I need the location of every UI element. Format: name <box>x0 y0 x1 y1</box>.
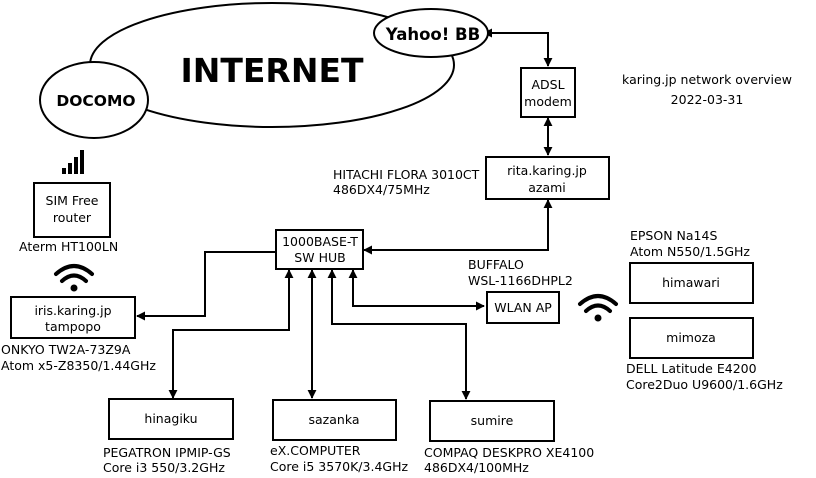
yahoo-ellipse <box>373 8 489 58</box>
link-yahoo-adsl <box>483 28 553 67</box>
rita-box <box>485 156 610 200</box>
sazanka-cpu: Core i5 3570K/3.4GHz <box>270 459 408 474</box>
link-hub-hinagiku <box>168 269 294 399</box>
node-sumire: sumire COMPAQ DESKPRO XE4100 486DX4/100M… <box>424 400 594 475</box>
title-line-2: 2022-03-31 <box>671 92 744 107</box>
node-hinagiku: hinagiku PEGATRON IPMIP-GS Core i3 550/3… <box>103 398 234 475</box>
mimoza-model: DELL Latitude E4200 <box>626 361 757 376</box>
sazanka-box <box>272 399 397 441</box>
node-mimoza: mimoza DELL Latitude E4200 Core2Duo U960… <box>626 317 783 392</box>
hub-box <box>275 229 364 270</box>
himawari-cpu: Atom N550/1.5GHz <box>630 244 750 259</box>
node-iris: iris.karing.jp tampopo ONKYO TW2A-73Z9A … <box>1 296 156 373</box>
docomo-ellipse <box>39 61 149 139</box>
node-sw-hub: 1000BASE-T SW HUB <box>275 229 364 270</box>
node-rita: rita.karing.jp azami HITACHI FLORA 3010C… <box>333 156 610 200</box>
link-hub-wlan <box>348 269 485 311</box>
wlan-model: WSL-1166DHPL2 <box>468 273 573 288</box>
node-himawari: himawari EPSON Na14S Atom N550/1.5GHz <box>629 228 754 304</box>
adsl-line-1: ADSL <box>531 77 564 92</box>
sumire-model: COMPAQ DESKPRO XE4100 <box>424 445 594 460</box>
wlan-maker: BUFFALO <box>468 257 524 272</box>
mimoza-line-1: mimoza <box>666 330 716 345</box>
node-sazanka: sazanka eX.COMPUTER Core i5 3570K/3.4GHz <box>270 399 408 474</box>
iris-cpu: Atom x5-Z8350/1.44GHz <box>1 358 156 373</box>
node-wlan-ap: WLAN AP BUFFALO WSL-1166DHPL2 <box>468 257 573 324</box>
link-hub-iris <box>136 251 276 321</box>
wlan-box <box>486 291 560 324</box>
rita-line-2: azami <box>528 180 566 195</box>
internet-cloud: INTERNET DOCOMO Yahoo! BB <box>39 2 489 139</box>
link-rita-hub <box>363 199 553 255</box>
node-adsl-modem: ADSL modem <box>520 67 576 118</box>
iris-model: ONKYO TW2A-73Z9A <box>1 342 131 357</box>
hub-line-1: 1000BASE-T <box>282 234 358 249</box>
sim-line-1: SIM Free <box>46 193 99 208</box>
link-hub-sumire <box>327 269 471 400</box>
sim-line-2: router <box>53 210 92 225</box>
sazanka-model: eX.COMPUTER <box>270 443 361 458</box>
mimoza-cpu: Core2Duo U9600/1.6GHz <box>626 377 783 392</box>
wlan-line-1: WLAN AP <box>494 300 552 315</box>
hub-line-2: SW HUB <box>294 250 345 265</box>
hinagiku-line-1: hinagiku <box>144 411 197 426</box>
himawari-line-1: himawari <box>662 275 720 290</box>
himawari-box <box>629 262 754 304</box>
hinagiku-model: PEGATRON IPMIP-GS <box>103 445 231 460</box>
adsl-line-2: modem <box>524 94 572 109</box>
rita-line-1: rita.karing.jp <box>507 163 587 178</box>
sazanka-line-1: sazanka <box>309 412 360 427</box>
iris-line-2: tampopo <box>45 319 101 334</box>
hinagiku-cpu: Core i3 550/3.2GHz <box>103 460 225 475</box>
node-sim-router: SIM Free router Aterm HT100LN <box>19 182 118 254</box>
title-line-1: karing.jp network overview <box>622 72 792 87</box>
iris-box <box>10 296 136 339</box>
diagram-title: karing.jp network overview 2022-03-31 <box>622 72 792 107</box>
signal-bars-icon <box>62 150 84 174</box>
rita-cpu: 486DX4/75MHz <box>333 182 430 197</box>
sumire-cpu: 486DX4/100MHz <box>424 460 529 475</box>
wifi-icon <box>54 264 94 292</box>
hinagiku-box <box>108 398 234 440</box>
wifi-icon <box>578 294 618 322</box>
adsl-box <box>520 67 576 118</box>
connections <box>136 28 553 400</box>
himawari-model: EPSON Na14S <box>630 228 717 243</box>
rita-model: HITACHI FLORA 3010CT <box>333 167 480 182</box>
docomo-label: DOCOMO <box>56 92 135 110</box>
sim-box <box>33 182 111 238</box>
sim-model: Aterm HT100LN <box>19 239 118 254</box>
sumire-box <box>429 400 555 442</box>
mimoza-box <box>629 317 754 359</box>
yahoo-label: Yahoo! BB <box>385 25 480 44</box>
internet-label: INTERNET <box>180 51 364 90</box>
sumire-line-1: sumire <box>471 413 514 428</box>
iris-line-1: iris.karing.jp <box>34 303 111 318</box>
